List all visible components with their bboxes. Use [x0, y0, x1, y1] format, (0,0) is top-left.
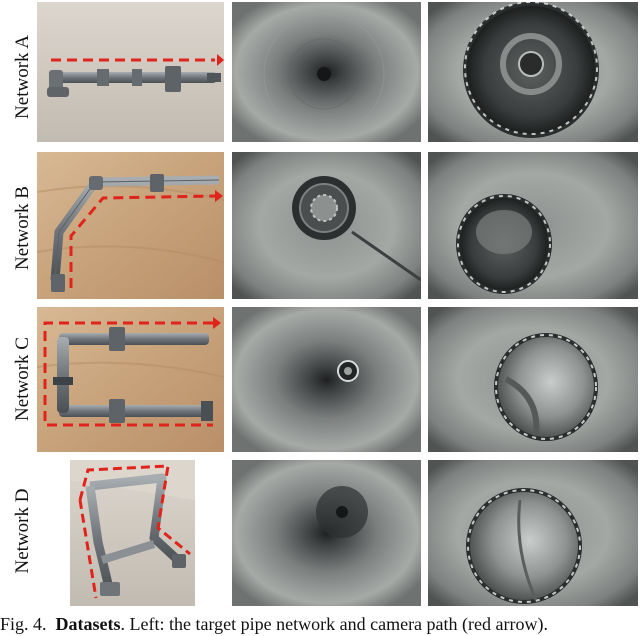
network-c-view-2	[428, 307, 638, 452]
network-a-view-2	[428, 2, 638, 142]
caption-bold: Datasets	[55, 614, 121, 634]
network-b-view-1-graphic	[232, 152, 421, 299]
network-d-view-1	[232, 460, 421, 606]
network-b-view-1	[232, 152, 421, 299]
caption-prefix: Fig. 4.	[0, 614, 47, 634]
network-c-photo-graphic	[37, 307, 224, 452]
network-c-photo	[37, 307, 224, 452]
network-d-view-2	[428, 460, 638, 606]
network-c-view-2-graphic	[428, 307, 638, 452]
network-c-view-1	[232, 307, 421, 452]
network-c-view-1-graphic	[232, 307, 421, 452]
network-b-view-2	[428, 152, 638, 299]
network-a-view-2-graphic	[428, 2, 638, 142]
caption-rest: . Left: the target pipe network and came…	[120, 614, 548, 634]
network-b-photo-graphic	[37, 152, 224, 299]
row-label-network-b: Network B	[12, 186, 33, 270]
network-a-photo	[37, 2, 224, 142]
network-d-photo	[70, 460, 195, 606]
network-a-view-1-graphic	[232, 2, 421, 142]
network-a-photo-graphic	[37, 2, 224, 142]
row-label-network-a: Network A	[12, 35, 33, 119]
figure-caption: Fig. 4. Datasets. Left: the target pipe …	[0, 612, 640, 636]
network-d-photo-graphic	[70, 460, 195, 606]
row-label-network-c: Network C	[12, 337, 33, 421]
row-label-network-d: Network D	[12, 488, 33, 574]
network-b-view-2-graphic	[428, 152, 638, 299]
network-a-view-1	[232, 2, 421, 142]
network-d-view-1-graphic	[232, 460, 421, 606]
network-b-photo	[37, 152, 224, 299]
network-d-view-2-graphic	[428, 460, 638, 606]
